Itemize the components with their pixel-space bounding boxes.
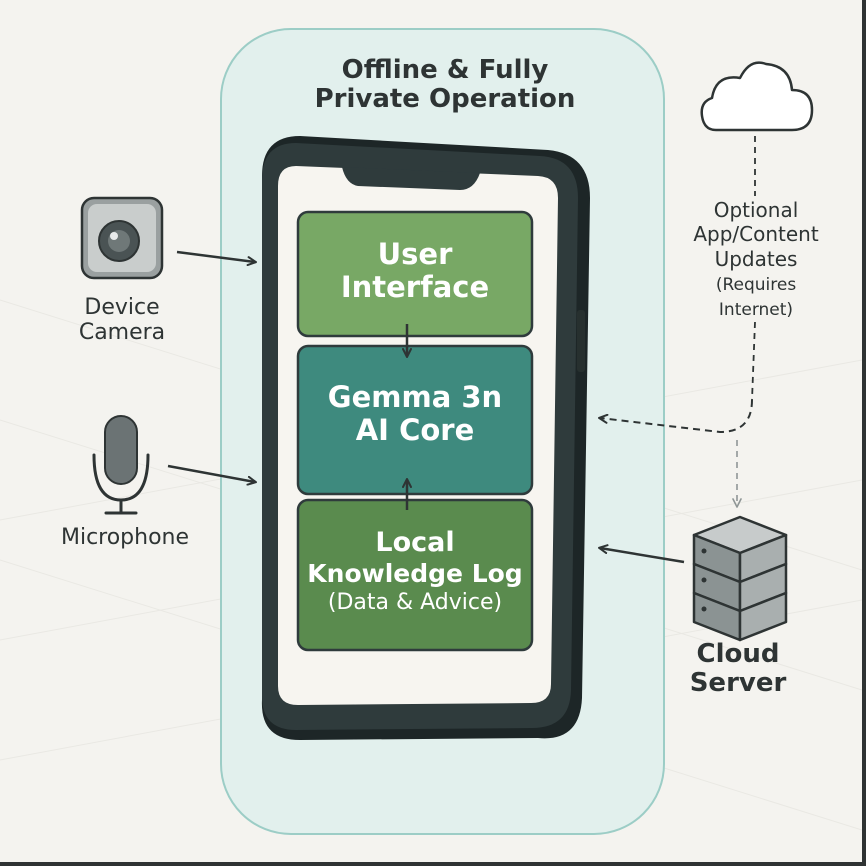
cloud-icon: [700, 61, 814, 132]
camera-icon: [80, 196, 164, 280]
user-interface-label: User Interface: [340, 237, 490, 305]
update-to-phone-dashed-arrow: [598, 399, 753, 434]
cloud-server-label: Cloud Server: [689, 639, 787, 699]
boundary-title: Offline & Fully Private Operation: [300, 55, 590, 115]
phone-side-button: [577, 310, 585, 372]
microphone-label: Microphone: [60, 525, 190, 550]
knowledge-log-block: [296, 498, 534, 652]
boundary-title-line1: Offline & Fully: [341, 55, 549, 85]
user-interface-block: [296, 210, 534, 338]
phone-notch: [342, 167, 480, 190]
update-connector-dashed-line: [751, 321, 756, 401]
camera-input-arrow: [176, 250, 257, 267]
updates-label: Optional App/Content Updates (Requires I…: [693, 198, 819, 320]
camera-label: Device Camera: [78, 295, 166, 345]
ai-core-label: Gemma 3n AI Core: [327, 380, 503, 448]
server-rack-icon: [692, 515, 788, 642]
boundary-title-line2: Private Operation: [314, 84, 576, 115]
microphone-input-arrow: [167, 464, 257, 486]
server-to-phone-arrow: [598, 544, 685, 564]
ai-core-block: [296, 344, 534, 496]
knowledge-log-label: Local Knowledge Log (Data & Advice): [307, 527, 523, 615]
microphone-icon: [92, 415, 150, 515]
